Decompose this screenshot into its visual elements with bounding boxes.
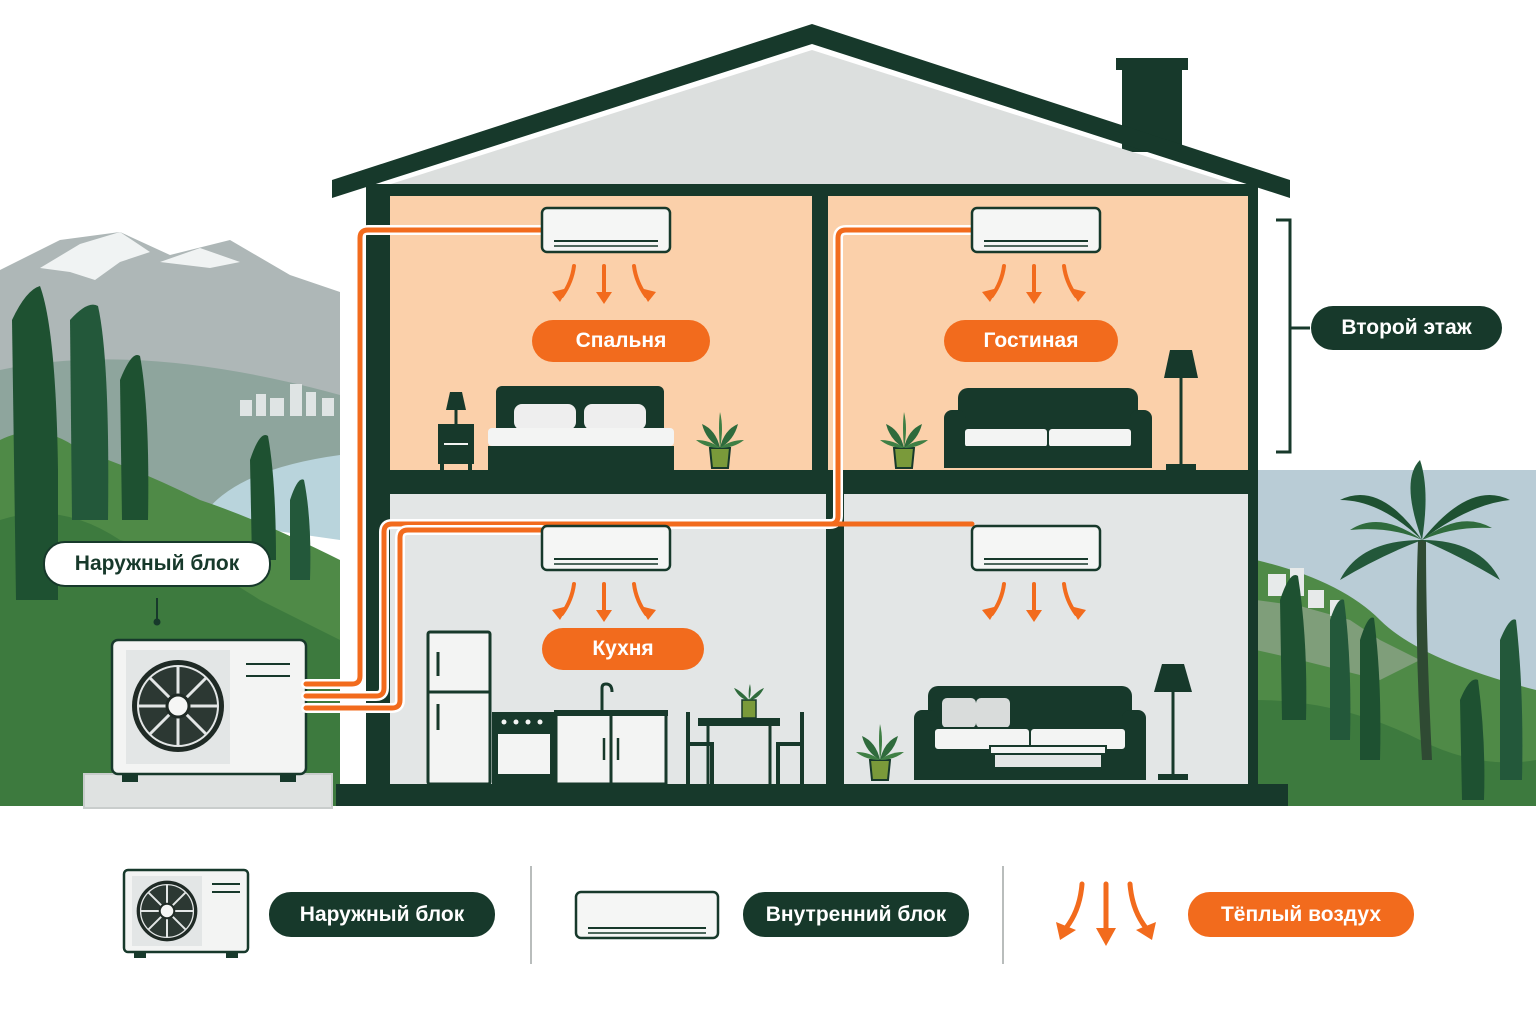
callout-second-floor: Второй этаж (1311, 306, 1502, 350)
floor-lamp-icon (1164, 350, 1198, 470)
palm-icon (1340, 460, 1510, 760)
second-floor-bracket (1276, 218, 1292, 454)
room-label-living-room: Гостиная (944, 320, 1118, 362)
warm-air-arrows-icon (1056, 881, 1156, 946)
room-label-bedroom: Спальня (532, 320, 710, 362)
fridge-icon (426, 630, 492, 786)
kitchen-counter (554, 682, 668, 786)
nightstand-icon (438, 392, 474, 470)
legend (122, 866, 1156, 964)
sofa-icon (914, 686, 1146, 780)
indoor-unit-icon (970, 524, 1102, 572)
room-label-kitchen: Кухня (542, 628, 704, 670)
landscape-right (1256, 460, 1536, 810)
refrigerant-pipes (301, 225, 977, 713)
sofa-icon (944, 388, 1152, 468)
dining-table-icon (686, 684, 804, 784)
indoor-unit-icon (574, 890, 720, 940)
bed-icon (488, 386, 674, 472)
outdoor-unit-icon (122, 868, 250, 958)
floor-lamp-icon (1154, 664, 1192, 780)
cypress-icon (12, 286, 58, 600)
stove-icon (492, 712, 556, 784)
outdoor-unit-icon (110, 638, 308, 782)
indoor-unit-icon (540, 206, 672, 254)
callout-outdoor-unit: Наружный блок (43, 541, 271, 587)
indoor-unit-icon (540, 524, 672, 572)
indoor-unit-icon (970, 206, 1102, 254)
legend-label-outdoor-unit: Наружный блок (269, 892, 495, 937)
legend-label-warm-air: Тёплый воздух (1188, 892, 1414, 937)
legend-label-indoor-unit: Внутренний блок (743, 892, 969, 937)
